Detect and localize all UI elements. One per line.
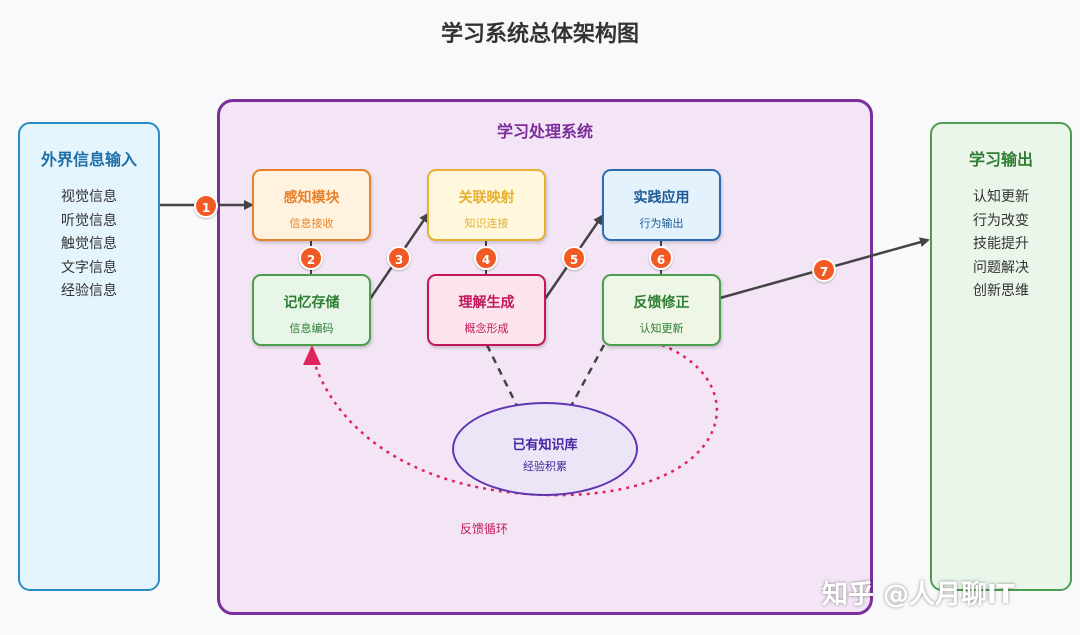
step-badge-4: 4: [474, 246, 498, 270]
node-memory-subtitle: 信息编码: [289, 322, 334, 335]
dash-feedback-knowledge: [568, 344, 606, 409]
input-item-text: 文字信息: [61, 259, 117, 276]
output-item-skill: 技能提升: [973, 236, 1029, 252]
feedback-loop-arrowhead: [303, 345, 321, 365]
output-item-cognition: 认知更新: [973, 189, 1029, 205]
feedback-loop-path: [310, 343, 719, 497]
node-understanding: 理解生成 概念形成: [427, 274, 546, 346]
dash-understanding-knowledge: [485, 344, 520, 409]
step-badge-1: 1: [194, 194, 218, 218]
input-item-audio: 听觉信息: [61, 212, 117, 229]
knowledge-base-title: 已有知识库: [512, 438, 578, 453]
node-perception-title: 感知模块: [283, 190, 340, 206]
watermark: 知乎 @人月聊IT: [822, 580, 1015, 610]
input-item-visual: 视觉信息: [61, 189, 117, 205]
node-association: 关联映射 知识连接: [427, 169, 546, 241]
node-understanding-title: 理解生成: [458, 295, 515, 311]
node-understanding-subtitle: 概念形成: [464, 322, 509, 335]
input-item-touch: 触觉信息: [61, 236, 117, 252]
node-association-title: 关联映射: [458, 190, 515, 206]
output-item-problem: 问题解决: [973, 259, 1029, 276]
node-perception: 感知模块 信息接收: [252, 169, 371, 241]
step-badge-5: 5: [562, 246, 586, 270]
input-item-experience: 经验信息: [61, 283, 117, 299]
node-feedback-title: 反馈修正: [633, 295, 690, 311]
step-badge-7: 7: [812, 258, 836, 282]
input-panel: 外界信息输入 视觉信息 听觉信息 触觉信息 文字信息 经验信息: [18, 122, 160, 591]
knowledge-base: 已有知识库 经验积累: [452, 402, 638, 496]
node-feedback: 反馈修正 认知更新: [602, 274, 721, 346]
output-item-behavior: 行为改变: [973, 212, 1029, 229]
feedback-loop-label: 反馈循环: [460, 522, 509, 536]
process-panel-title: 学习处理系统: [496, 122, 593, 141]
node-feedback-subtitle: 认知更新: [639, 322, 684, 335]
node-perception-subtitle: 信息接收: [289, 217, 334, 230]
step-badge-3: 3: [387, 246, 411, 270]
node-association-subtitle: 知识连接: [464, 217, 509, 230]
knowledge-base-subtitle: 经验积累: [523, 460, 567, 473]
node-memory: 记忆存储 信息编码: [252, 274, 371, 346]
node-practice-subtitle: 行为输出: [639, 217, 684, 230]
step-badge-6: 6: [649, 246, 673, 270]
page-title: 学习系统总体架构图: [440, 22, 639, 47]
input-panel-title: 外界信息输入: [40, 150, 137, 169]
output-panel-title: 学习输出: [968, 150, 1033, 169]
node-practice-title: 实践应用: [633, 190, 690, 206]
output-item-innovation: 创新思维: [973, 283, 1029, 299]
node-practice: 实践应用 行为输出: [602, 169, 721, 241]
output-panel: 学习输出 认知更新 行为改变 技能提升 问题解决 创新思维: [930, 122, 1072, 591]
node-memory-title: 记忆存储: [283, 295, 340, 311]
step-badge-2: 2: [299, 246, 323, 270]
